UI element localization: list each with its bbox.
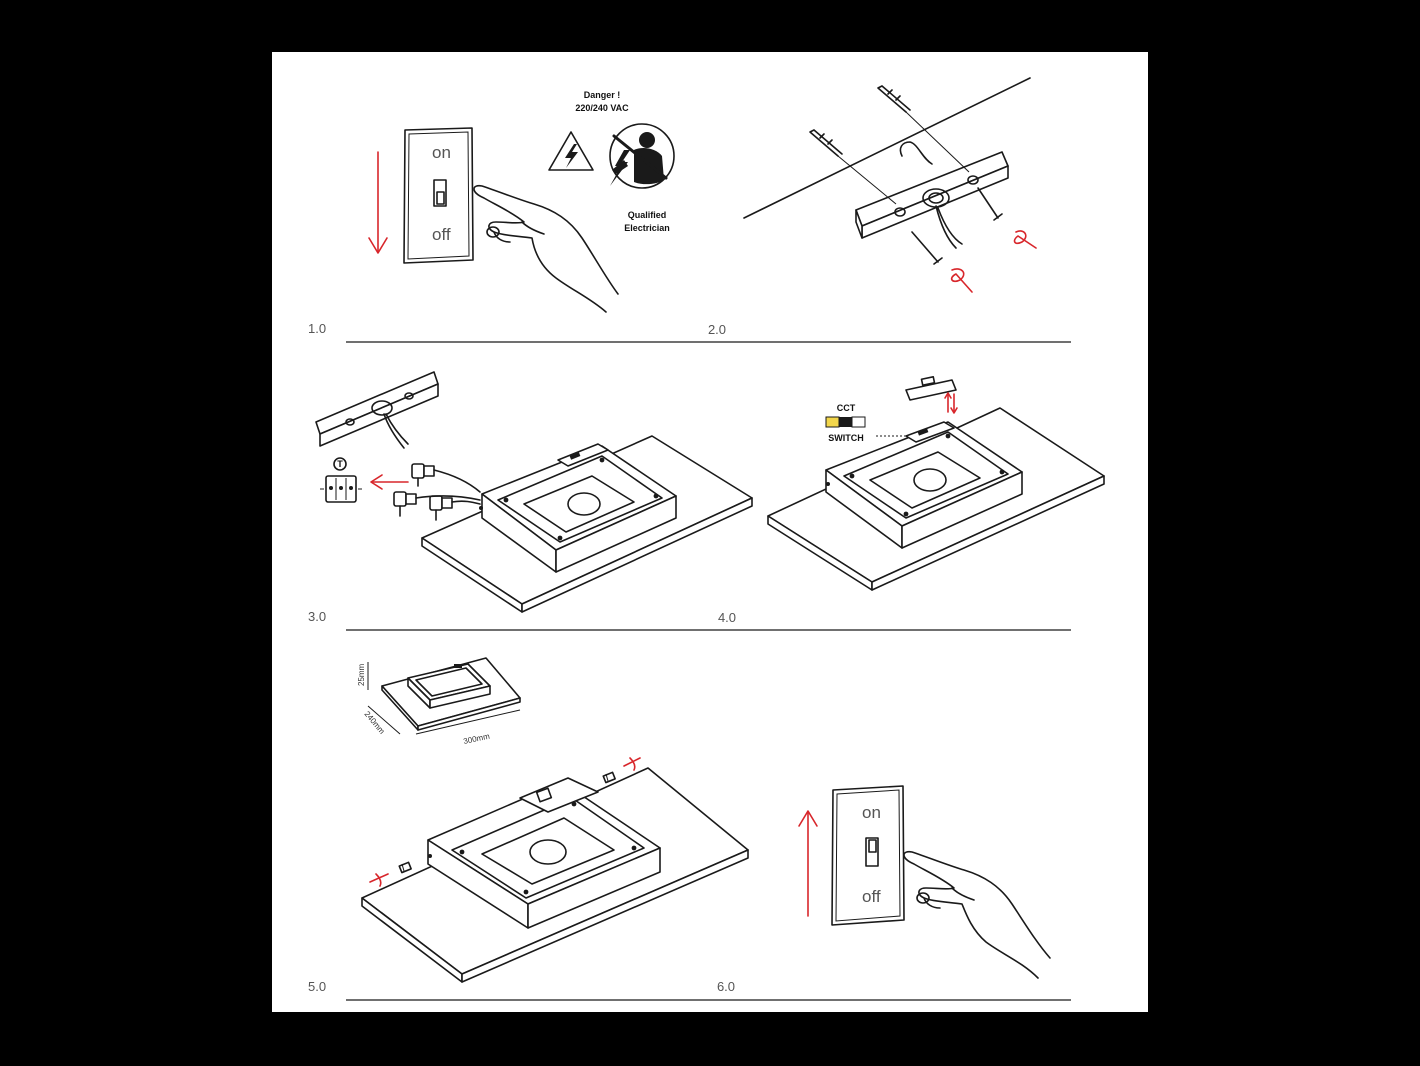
- ceiling-line: [743, 77, 1031, 219]
- down-arrow: [368, 151, 388, 254]
- rotate-arrow-icon: [950, 230, 1037, 293]
- step-number-6: 6.0: [717, 979, 735, 994]
- switch-on-label: on: [862, 803, 881, 822]
- step-4-cct-switch: CCT SWITCH: [718, 376, 1105, 625]
- cct-slider-icon: [825, 416, 866, 428]
- wall-switch-plate: on off: [831, 785, 905, 926]
- wall-switch-plate: on off: [403, 127, 474, 264]
- switch-on-label: on: [432, 143, 451, 162]
- rotate-arrow-icon: [369, 757, 641, 887]
- mounting-bracket: [855, 151, 1009, 239]
- danger-label: Danger !: [584, 90, 621, 100]
- hand-icon: [903, 850, 1051, 979]
- installation-diagram: on off 1.0 Danger ! 220/240 VAC: [308, 77, 1105, 1001]
- terminal-block-label: T: [337, 459, 343, 469]
- screw-icon: [911, 187, 1003, 265]
- step-1-switch-off: on off 1.0: [308, 127, 619, 336]
- step-3-wiring: T: [308, 371, 753, 624]
- up-down-arrows: [944, 392, 958, 414]
- up-arrow: [798, 810, 818, 917]
- qualified-label: Qualified: [628, 210, 667, 220]
- dimension-width: 300mm: [463, 732, 491, 746]
- step-number-2: 2.0: [708, 322, 726, 337]
- hand-icon: [473, 184, 619, 313]
- light-panel-driver: [427, 777, 661, 929]
- instruction-sheet: on off 1.0 Danger ! 220/240 VAC: [272, 52, 1148, 1012]
- mounting-bracket: [315, 371, 439, 449]
- cct-label: CCT: [837, 403, 856, 413]
- step-number-1: 1.0: [308, 321, 326, 336]
- electrician-label: Electrician: [624, 223, 670, 233]
- wall-plug-icon: [809, 85, 970, 205]
- voltage-label: 220/240 VAC: [575, 103, 629, 113]
- cct-switch-cover: [905, 376, 957, 401]
- switch-off-label: off: [432, 225, 451, 244]
- switch-label: SWITCH: [828, 433, 864, 443]
- danger-warning: Danger ! 220/240 VAC Qualified Electrici…: [548, 90, 675, 233]
- dimension-height: 25mm: [357, 663, 366, 686]
- step-number-3: 3.0: [308, 609, 326, 624]
- switch-off-label: off: [862, 887, 881, 906]
- step-number-4: 4.0: [718, 610, 736, 625]
- step-6-switch-on: on off 6.0: [717, 785, 1051, 994]
- high-voltage-icon: [548, 131, 594, 171]
- light-panel-driver: [825, 421, 1023, 549]
- terminal-block-icon: T: [320, 457, 362, 503]
- qualified-electrician-icon: [609, 123, 675, 189]
- step-5-fit-panel: 5.0: [308, 757, 749, 994]
- step-number-5: 5.0: [308, 979, 326, 994]
- end-cap-screw-icon: [398, 771, 616, 874]
- wire-connector-icon: [393, 463, 481, 521]
- left-arrow: [370, 474, 409, 490]
- light-panel-driver: [479, 443, 677, 573]
- dimension-diagram: 25mm 240mm 300mm: [357, 657, 521, 746]
- step-2-mount-bracket: 2.0: [708, 77, 1037, 337]
- dimension-depth: 240mm: [362, 710, 386, 736]
